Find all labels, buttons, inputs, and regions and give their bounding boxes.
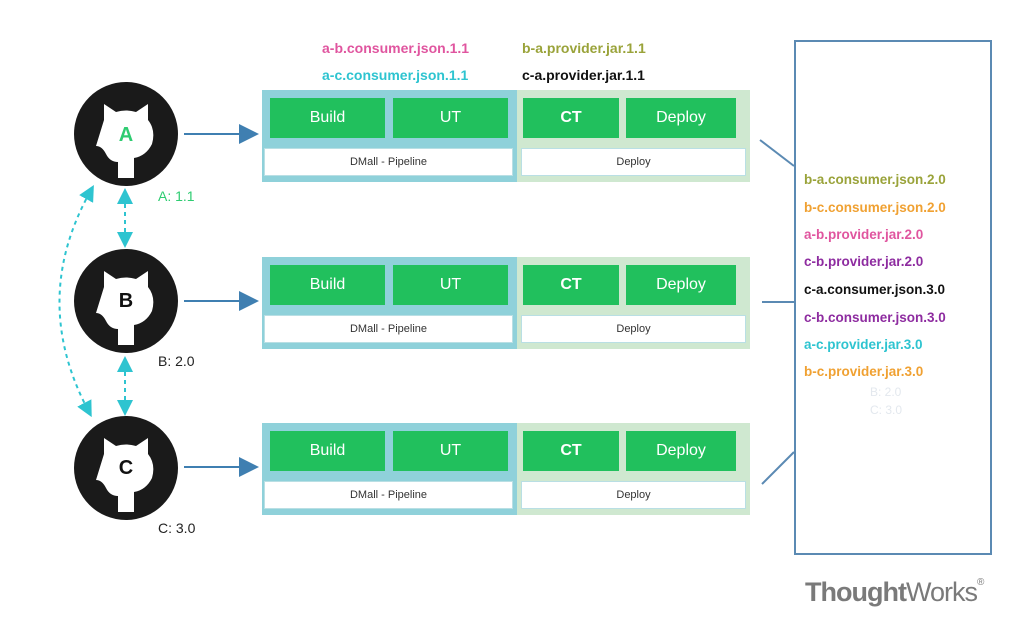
result-item: b-c.provider.jar.3.0 [804,364,924,379]
results-box [794,40,992,555]
stage-ut[interactable]: UT [393,98,508,138]
pipeline-footer: DMall - Pipeline [264,315,513,343]
github-icon-b [74,249,178,353]
connector-a-results [759,139,795,167]
pipeline-b: Build UT CT Deploy DMall - Pipeline Depl… [262,257,750,349]
deploy-footer: Deploy [521,148,746,176]
result-item: c-b.consumer.json.3.0 [804,310,946,325]
result-item: c-a.consumer.json.3.0 [804,282,946,297]
result-item: a-c.provider.jar.3.0 [804,337,923,352]
service-letter-b: B [118,290,134,312]
service-letter-a: A [118,124,134,146]
contract-a-b-consumer: a-b.consumer.json.1.1 [322,40,470,56]
stage-ut[interactable]: UT [393,265,508,305]
ghost-version-c: C: 3.0 [870,403,903,417]
stage-build[interactable]: Build [270,265,385,305]
stage-deploy[interactable]: Deploy [626,265,736,305]
version-label-c: C: 3.0 [158,520,196,536]
ghost-version-b: B: 2.0 [870,385,902,399]
stage-build[interactable]: Build [270,98,385,138]
pipeline-a: Build UT CT Deploy DMall - Pipeline Depl… [262,90,750,182]
stage-ct[interactable]: CT [523,431,619,471]
github-icon-c [74,416,178,520]
stage-build[interactable]: Build [270,431,385,471]
connector-c-results [761,451,795,485]
service-letter-c: C [118,457,134,479]
result-item: c-b.provider.jar.2.0 [804,254,924,269]
pipeline-footer: DMall - Pipeline [264,481,513,509]
dashed-a-c [58,185,94,418]
stage-ct[interactable]: CT [523,265,619,305]
result-item: b-c.consumer.json.2.0 [804,200,946,215]
stage-ct[interactable]: CT [523,98,619,138]
stage-deploy[interactable]: Deploy [626,431,736,471]
contract-a-c-consumer: a-c.consumer.json.1.1 [322,67,469,83]
version-label-b: B: 2.0 [158,353,195,369]
deploy-footer: Deploy [521,315,746,343]
deploy-footer: Deploy [521,481,746,509]
contract-c-a-provider: c-a.provider.jar.1.1 [522,67,645,83]
github-icon-a [74,82,178,186]
pipeline-c: Build UT CT Deploy DMall - Pipeline Depl… [262,423,750,515]
thoughtworks-logo: ThoughtWorks® [805,577,984,607]
result-item: a-b.provider.jar.2.0 [804,227,924,242]
version-label-a: A: 1.1 [158,188,195,204]
contract-b-a-provider: b-a.provider.jar.1.1 [522,40,646,56]
result-item: b-a.consumer.json.2.0 [804,172,946,187]
pipeline-footer: DMall - Pipeline [264,148,513,176]
stage-deploy[interactable]: Deploy [626,98,736,138]
stage-ut[interactable]: UT [393,431,508,471]
